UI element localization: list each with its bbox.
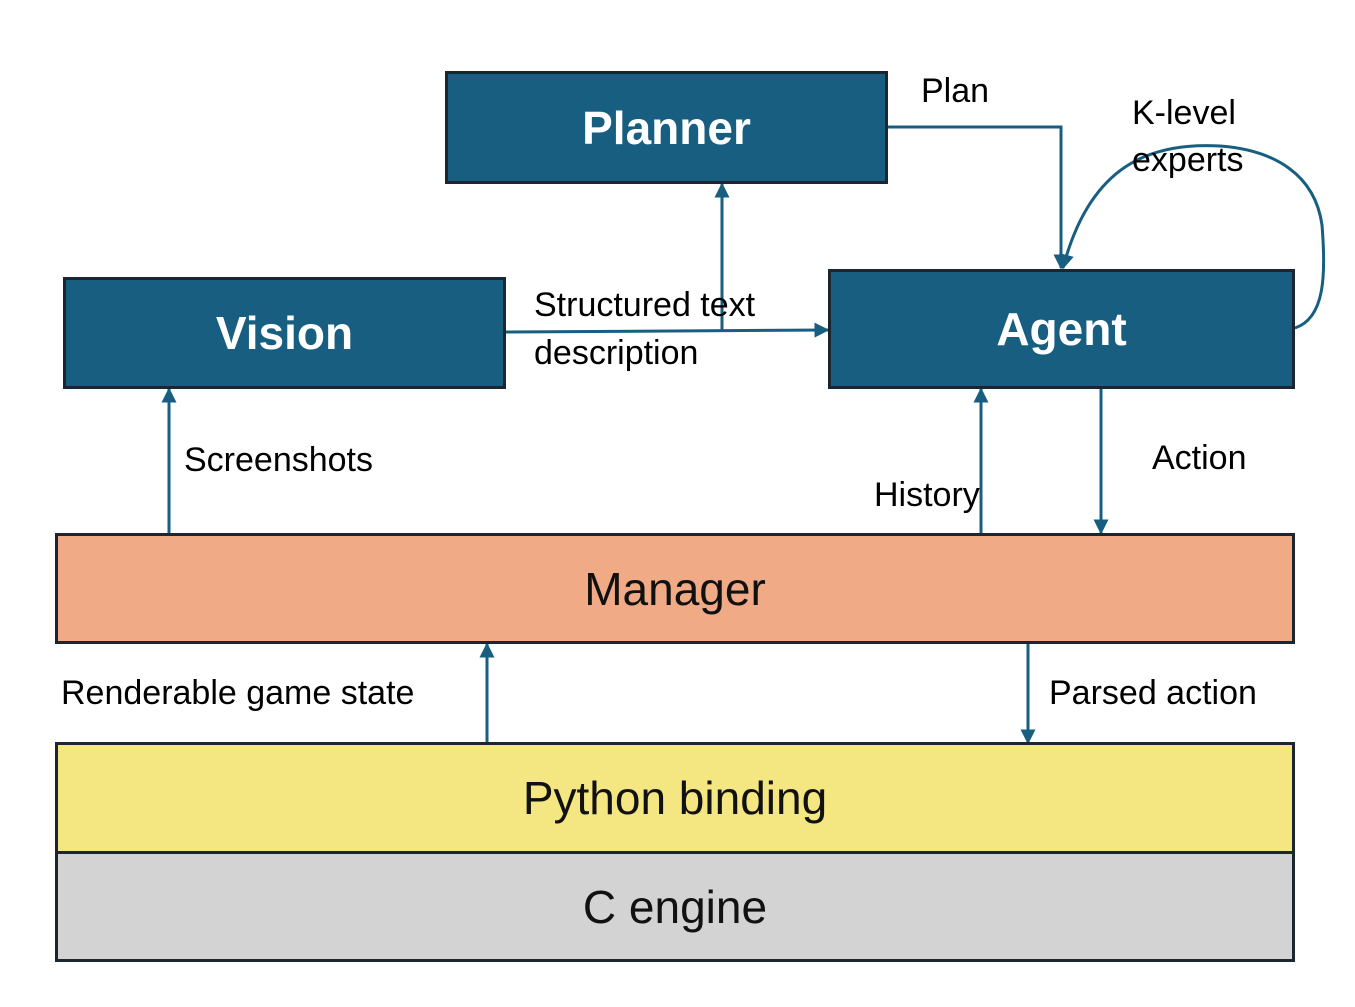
c-engine-node: C engine — [55, 851, 1295, 962]
k-level-edge-label-line1: K-level — [1132, 94, 1236, 132]
renderable-state-edge-label: Renderable game state — [61, 674, 415, 712]
structured-text-edge-label-line2: description — [534, 334, 699, 372]
vision-node: Vision — [63, 277, 506, 389]
k-level-edge-label-line2: experts — [1132, 141, 1244, 179]
manager-node: Manager — [55, 533, 1295, 644]
manager-label: Manager — [584, 562, 766, 615]
planner-label: Planner — [582, 101, 751, 154]
history-edge-label: History — [874, 476, 980, 514]
plan-arrow — [887, 125, 1069, 270]
python-binding-label: Python binding — [522, 772, 828, 824]
planner-node: Planner — [445, 71, 888, 184]
plan-edge-label: Plan — [921, 72, 990, 110]
action-edge-label: Action — [1152, 439, 1247, 477]
parsed-action-edge-label: Parsed action — [1049, 674, 1257, 712]
structured-text-edge-label-line1: Structured text — [534, 286, 756, 324]
python-binding-node: Python binding — [55, 742, 1295, 854]
c-engine-label: C engine — [582, 880, 768, 933]
agent-label: Agent — [996, 303, 1127, 355]
screenshots-edge-label: Screenshots — [184, 441, 373, 479]
vision-label: Vision — [215, 307, 354, 359]
agent-node: Agent — [828, 269, 1295, 389]
